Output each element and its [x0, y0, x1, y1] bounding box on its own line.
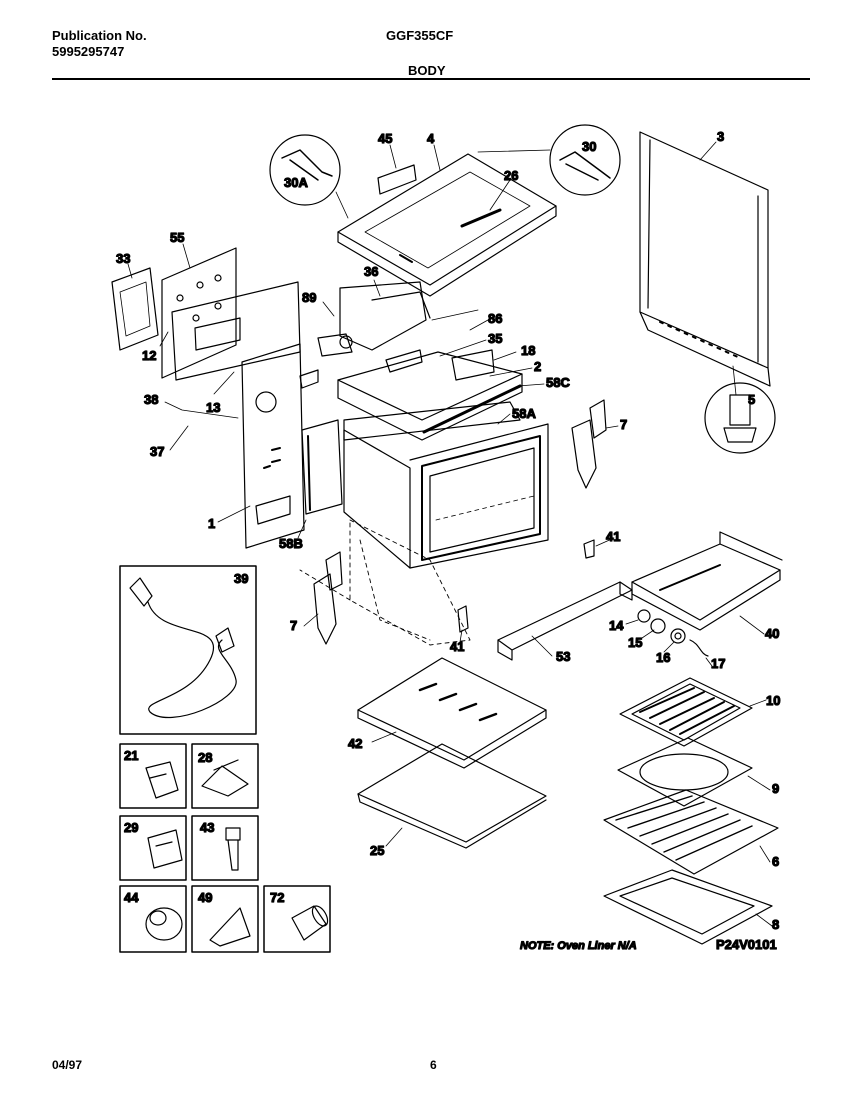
footer-date: 04/97 [52, 1058, 83, 1072]
box-72 [263, 885, 331, 953]
oven-liner-note: NOTE: Oven Liner N/A [520, 940, 637, 952]
callout-7-lower: 7 [290, 618, 297, 633]
oven-light-parts [637, 609, 709, 657]
callout-30a: 30A [284, 175, 308, 190]
callout-58b: 58B [279, 536, 303, 551]
broiler-bracket-part [631, 531, 783, 631]
figure-code: P24V0101 [716, 937, 777, 952]
box-label-72: 72 [270, 890, 284, 905]
oven-front-frame [301, 401, 549, 569]
callout-3: 3 [717, 129, 724, 144]
box-label-28: 28 [198, 750, 212, 765]
footer-page-number: 6 [430, 1058, 437, 1072]
detail-circle-30 [477, 124, 621, 196]
broiler-pan-part [617, 737, 753, 807]
publication-number: 5995295747 [52, 44, 125, 59]
callout-17: 17 [711, 656, 725, 671]
detail-circle-30a [269, 134, 349, 219]
callout-40: 40 [765, 626, 779, 641]
callout-36: 36 [364, 264, 378, 279]
box-49 [191, 885, 259, 953]
callout-1: 1 [208, 516, 215, 531]
callout-25: 25 [370, 843, 384, 858]
cooktop-body [337, 351, 523, 441]
callout-58c: 58C [546, 375, 570, 390]
callout-2: 2 [534, 359, 541, 374]
callout-58a: 58A [512, 406, 536, 421]
box-21 [119, 743, 187, 809]
callout-89: 89 [302, 290, 316, 305]
publication-label: Publication No. [52, 28, 147, 43]
detail-circle-leveling-leg [704, 382, 776, 454]
power-cord-box [119, 565, 257, 735]
door-hinge-upper [571, 399, 607, 489]
callout-38: 38 [144, 392, 158, 407]
clip-41-upper [583, 539, 595, 559]
callout-26: 26 [504, 168, 518, 183]
callout-13: 13 [206, 400, 220, 415]
model-number: GGF355CF [386, 28, 454, 43]
callout-9: 9 [772, 781, 779, 796]
side-panel-part [639, 131, 771, 396]
burner-valve-assembly [299, 281, 495, 389]
box-29 [119, 815, 187, 881]
callout-8: 8 [772, 917, 779, 932]
callout-37: 37 [150, 444, 164, 459]
oven-bottom-liner-part [357, 743, 547, 849]
oven-liner-tray-part [603, 869, 773, 945]
callout-4: 4 [427, 131, 435, 146]
callout-33: 33 [116, 251, 130, 266]
callout-16: 16 [656, 650, 670, 665]
callout-10: 10 [766, 693, 780, 708]
box-28 [191, 743, 259, 809]
section-title: BODY [408, 63, 446, 78]
header-rule [52, 78, 810, 80]
box-43 [191, 815, 259, 881]
leader-lines [127, 141, 773, 927]
callout-18: 18 [521, 343, 535, 358]
callout-15: 15 [628, 635, 642, 650]
box-label-49: 49 [198, 890, 212, 905]
oven-bottom-part [357, 657, 547, 769]
callout-41-upper: 41 [606, 529, 620, 544]
box-label-21: 21 [124, 748, 138, 763]
oven-rack-part [603, 789, 779, 875]
callout-39: 39 [234, 571, 248, 586]
callout-45: 45 [378, 131, 392, 146]
clip-41-lower [457, 605, 469, 633]
box-label-44: 44 [124, 890, 139, 905]
broiler-grid-part [619, 677, 753, 747]
callout-12: 12 [142, 348, 156, 363]
callout-14: 14 [609, 618, 624, 633]
box-label-29: 29 [124, 820, 138, 835]
bracket-45-part [377, 164, 417, 195]
top-panel-part [337, 153, 557, 297]
callout-86: 86 [488, 311, 502, 326]
rear-frame-part [111, 247, 301, 381]
callout-35: 35 [488, 331, 502, 346]
oven-box-outline [299, 519, 471, 646]
callout-55: 55 [170, 230, 184, 245]
callout-42: 42 [348, 736, 362, 751]
door-hinge-lower [313, 551, 343, 645]
oven-side-panel [241, 343, 305, 549]
box-label-43: 43 [200, 820, 214, 835]
callout-30: 30 [582, 139, 596, 154]
callout-6: 6 [772, 854, 779, 869]
callout-7-upper: 7 [620, 417, 627, 432]
box-44 [119, 885, 187, 953]
callout-41-lower: 41 [450, 639, 464, 654]
callout-53: 53 [556, 649, 570, 664]
callout-5: 5 [748, 392, 755, 407]
